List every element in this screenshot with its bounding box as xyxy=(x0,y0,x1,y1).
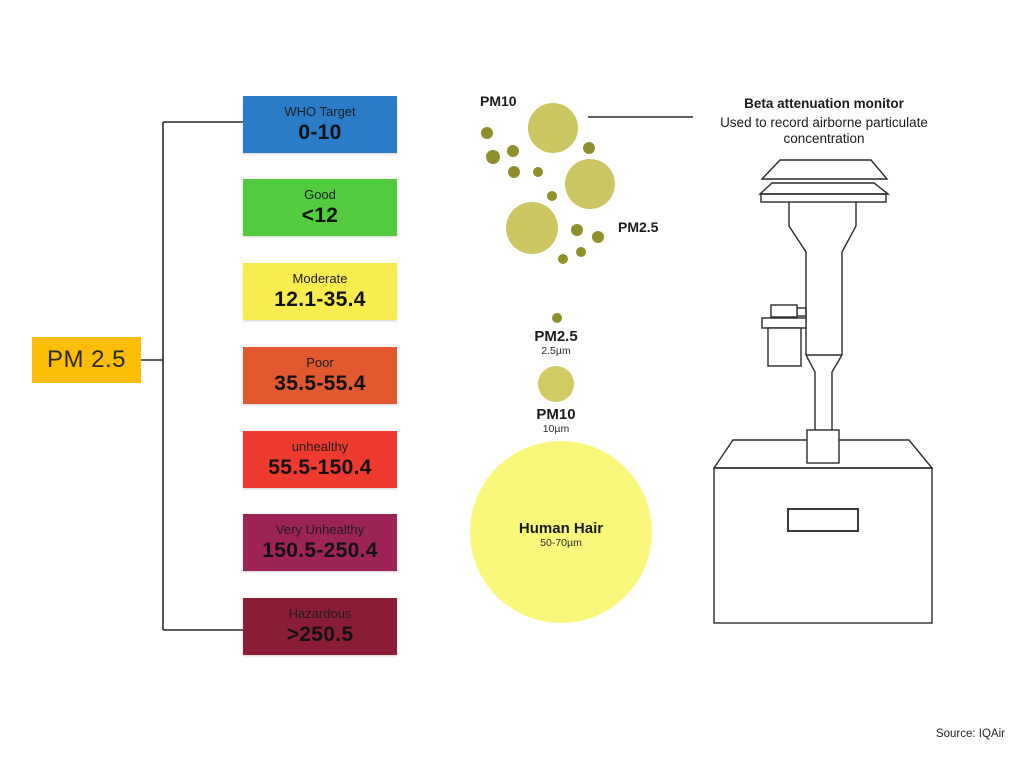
monitor-description-line2: concentration xyxy=(783,130,865,146)
pm25-particle xyxy=(558,254,568,264)
monitor-box-slot xyxy=(787,508,859,532)
category-box-very-unhealthy: Very Unhealthy 150.5-250.4 xyxy=(243,514,397,571)
category-label: Good xyxy=(304,187,336,203)
pm10-particle xyxy=(506,202,558,254)
monitor-title: Beta attenuation monitor xyxy=(744,96,904,111)
pm25-particle xyxy=(481,127,493,139)
size-name: PM10 xyxy=(536,406,576,423)
monitor-sensor-lid xyxy=(761,317,807,329)
category-label: Very Unhealthy xyxy=(275,522,365,538)
category-range: 150.5-250.4 xyxy=(262,538,378,562)
particle-cluster xyxy=(481,103,693,264)
connector-tree xyxy=(141,121,243,631)
category-label: WHO Target xyxy=(284,104,356,120)
monitor-cap-mid-plate xyxy=(758,182,891,195)
monitor-sensor-link xyxy=(796,307,807,317)
cluster-pm10-label: PM10 xyxy=(480,93,517,109)
size-value: 10µm xyxy=(542,423,570,436)
size-comparison-circles xyxy=(470,313,652,623)
monitor-neck-left xyxy=(788,202,807,355)
category-box-who-target: WHO Target 0-10 xyxy=(243,96,397,153)
category-label: Poor xyxy=(306,355,334,371)
category-label: unhealthy xyxy=(291,439,349,455)
pm25-particle xyxy=(583,142,595,154)
category-label: Moderate xyxy=(292,271,348,287)
size-name: Human Hair xyxy=(518,520,604,537)
monitor-sensor-body xyxy=(767,327,802,367)
size-name: PM2.5 xyxy=(534,328,578,345)
pm10-size-circle xyxy=(538,366,574,402)
pm25-particle xyxy=(576,247,586,257)
pm25-size-dot xyxy=(552,313,562,323)
size-value: 2.5µm xyxy=(541,345,571,358)
monitor-neck-right xyxy=(841,202,857,355)
monitor-funnel-right xyxy=(831,354,843,430)
category-range: >250.5 xyxy=(286,622,354,646)
category-range: <12 xyxy=(301,203,339,227)
pm25-particle xyxy=(486,150,500,164)
pm25-particle xyxy=(507,145,519,157)
monitor-caption: Beta attenuation monitor Used to record … xyxy=(690,96,958,147)
pm10-particle xyxy=(528,103,578,153)
monitor-cap-rim xyxy=(760,193,887,203)
category-range: 55.5-150.4 xyxy=(268,455,372,479)
monitor-sensor-cap xyxy=(770,304,798,318)
category-box-moderate: Moderate 12.1-35.4 xyxy=(243,263,397,320)
pm25-particle xyxy=(547,191,557,201)
monitor-funnel-left xyxy=(805,354,816,430)
pm25-particle xyxy=(571,224,583,236)
size-label-pm10: PM10 10µm xyxy=(496,406,616,436)
monitor-box-front xyxy=(713,467,933,624)
monitor-box-inlet xyxy=(806,429,840,464)
monitor-illustration xyxy=(712,159,934,624)
cluster-pm25-label: PM2.5 xyxy=(618,219,659,235)
category-range: 12.1-35.4 xyxy=(274,287,366,311)
root-node-label: PM 2.5 xyxy=(46,346,127,373)
size-label-human-hair: Human Hair 50-70µm xyxy=(481,520,641,550)
size-value: 50-70µm xyxy=(540,537,582,550)
source-credit: Source: IQAir xyxy=(935,728,1005,740)
category-box-unhealthy: unhealthy 55.5-150.4 xyxy=(243,431,397,488)
pm25-particle xyxy=(508,166,520,178)
monitor-description-line1: Used to record airborne particulate xyxy=(720,115,928,130)
category-box-good: Good <12 xyxy=(243,179,397,236)
pm10-particle xyxy=(565,159,615,209)
category-box-hazardous: Hazardous >250.5 xyxy=(243,598,397,655)
root-node-pm25: PM 2.5 xyxy=(32,337,141,383)
human-hair-circle xyxy=(470,441,652,623)
category-range: 35.5-55.4 xyxy=(274,371,366,395)
pm25-particle xyxy=(533,167,543,177)
category-label: Hazardous xyxy=(288,606,352,622)
size-label-pm25: PM2.5 2.5µm xyxy=(496,328,616,358)
monitor-cap-top-plate xyxy=(760,159,889,180)
category-box-poor: Poor 35.5-55.4 xyxy=(243,347,397,404)
category-range: 0-10 xyxy=(298,120,342,144)
pm25-particle xyxy=(592,231,604,243)
